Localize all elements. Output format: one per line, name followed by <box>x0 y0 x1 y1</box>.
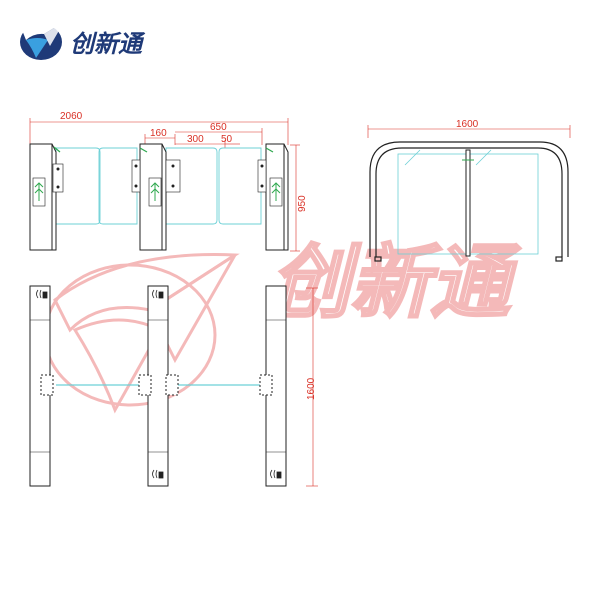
swallow-logo-icon <box>20 21 64 60</box>
card-reader-icon <box>36 289 48 299</box>
glass-panel-right-2 <box>218 147 262 225</box>
dim-total-width <box>29 118 289 145</box>
glass-panel-left-2 <box>98 147 138 225</box>
post-right <box>257 143 289 251</box>
brand-logo: 创新通 <box>20 21 146 60</box>
green-arrow-indicator-icon <box>34 182 44 201</box>
dim-door-width-label: 300 <box>187 134 204 145</box>
dim-center-span <box>175 128 263 145</box>
dim-side-view-width <box>367 125 571 138</box>
green-arrow-indicator-icon <box>271 182 281 201</box>
dim-height <box>290 144 300 252</box>
card-reader-icon <box>152 289 164 299</box>
watermark: 创新通 <box>43 235 522 414</box>
post-left <box>29 143 64 251</box>
watermark-text: 创新通 <box>270 236 521 329</box>
dim-side-view-width-label: 1600 <box>456 119 479 130</box>
dim-side-width <box>144 134 176 145</box>
plan-post-middle <box>138 285 179 487</box>
dim-center-span-label: 650 <box>210 122 227 133</box>
side-center-post <box>462 149 474 257</box>
dim-side-width-label: 160 <box>150 128 167 139</box>
brand-name: 创新通 <box>70 30 146 58</box>
card-reader-icon <box>152 469 164 479</box>
dim-length <box>306 287 318 487</box>
plan-post-left <box>29 285 54 487</box>
post-middle <box>131 143 181 251</box>
glass-panels <box>55 147 262 225</box>
card-reader-icon <box>270 469 282 479</box>
dim-height-label: 950 <box>297 195 308 212</box>
side-frame <box>369 141 569 262</box>
glass-panel-left-1 <box>55 147 101 225</box>
dim-total-width-label: 2060 <box>60 111 83 122</box>
green-arrow-indicator-icon <box>150 182 160 201</box>
dim-length-label: 1600 <box>306 377 317 400</box>
glass-panel-right-1 <box>165 147 218 225</box>
plan-post-right <box>259 285 287 487</box>
side-elevation: 1600 <box>367 119 571 262</box>
plan-view: 1600 <box>29 285 318 487</box>
front-elevation: 2060 160 650 300 50 950 <box>29 111 308 252</box>
dim-gap-label: 50 <box>221 134 233 145</box>
